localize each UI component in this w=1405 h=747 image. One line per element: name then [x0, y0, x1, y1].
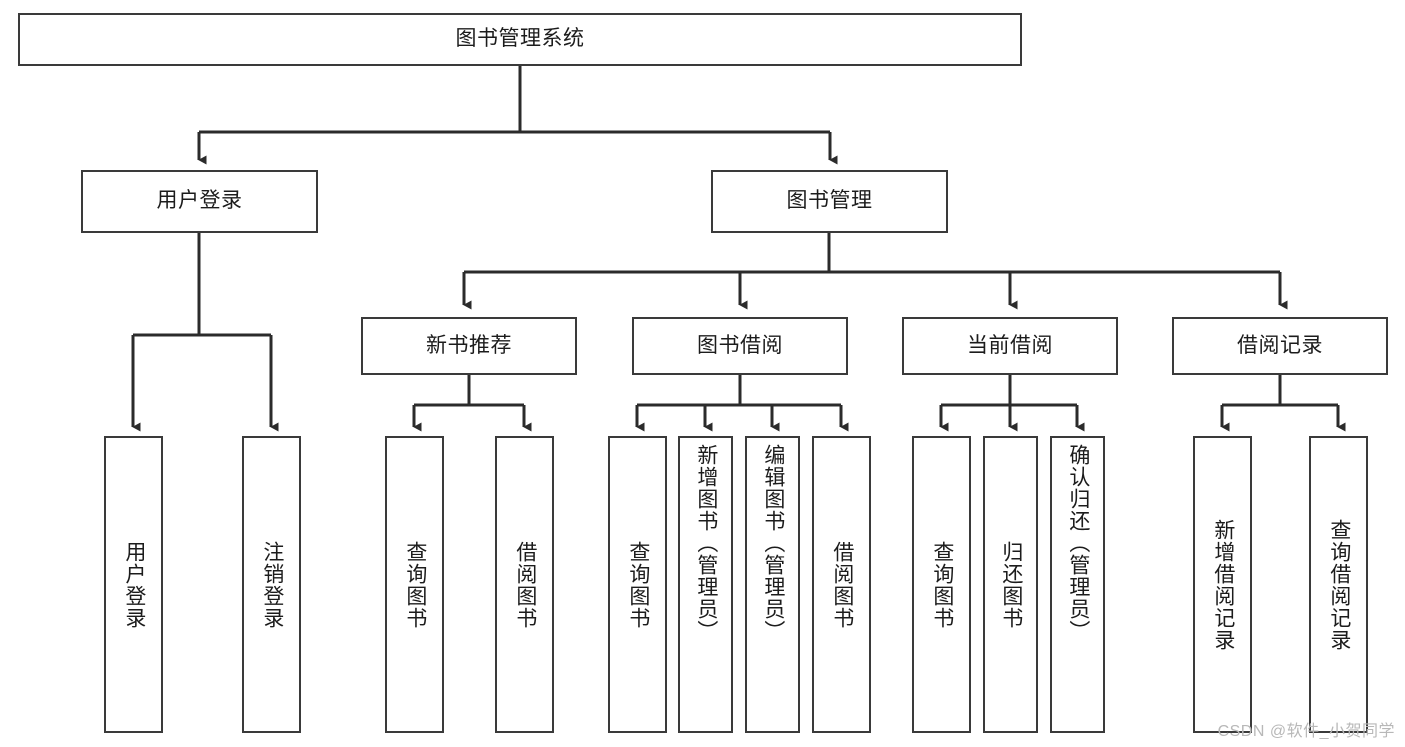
leaf-new-book-borrow-book[interactable]: 借阅图书 [495, 436, 554, 733]
leaf-book-borrow-borrow-book[interactable]: 借阅图书 [812, 436, 871, 733]
leaf-book-borrow-edit-book-admin[interactable]: 编辑图书（管理员） [745, 436, 800, 733]
node-label: 新增图书（管理员） [694, 444, 718, 642]
node-label: 借阅图书 [513, 540, 537, 629]
node-new-book-recommend[interactable]: 新书推荐 [361, 317, 577, 375]
node-label: 归还图书 [999, 540, 1023, 629]
node-current-borrow[interactable]: 当前借阅 [902, 317, 1118, 375]
node-label: 新书推荐 [426, 333, 512, 357]
leaf-borrow-record-add-record[interactable]: 新增借阅记录 [1193, 436, 1252, 733]
node-label: 借阅记录 [1237, 333, 1323, 357]
leaf-book-borrow-query-book[interactable]: 查询图书 [608, 436, 667, 733]
leaf-current-borrow-confirm-return-admin[interactable]: 确认归还（管理员） [1050, 436, 1105, 733]
node-label: 编辑图书（管理员） [761, 444, 785, 642]
node-label: 借阅图书 [830, 540, 854, 629]
node-label: 图书管理 [786, 189, 873, 213]
node-label: 查询图书 [930, 540, 954, 629]
leaf-user-login-login[interactable]: 用户登录 [104, 436, 163, 733]
node-label: 用户登录 [156, 189, 243, 213]
node-label: 查询图书 [403, 540, 427, 629]
leaf-borrow-record-query-record[interactable]: 查询借阅记录 [1309, 436, 1368, 733]
node-user-login[interactable]: 用户登录 [81, 170, 318, 233]
node-label: 用户登录 [122, 540, 146, 629]
node-label: 查询图书 [626, 540, 650, 629]
leaf-new-book-query-book[interactable]: 查询图书 [385, 436, 444, 733]
node-label: 确认归还（管理员） [1066, 444, 1090, 642]
node-label: 查询借阅记录 [1327, 518, 1351, 651]
leaf-book-borrow-add-book-admin[interactable]: 新增图书（管理员） [678, 436, 733, 733]
leaf-user-login-logout[interactable]: 注销登录 [242, 436, 301, 733]
watermark-text: CSDN @软件_小贺同学 [1217, 723, 1395, 740]
node-borrow-record[interactable]: 借阅记录 [1172, 317, 1388, 375]
node-label: 当前借阅 [967, 333, 1053, 357]
node-label: 新增借阅记录 [1211, 518, 1235, 651]
leaf-current-borrow-return-book[interactable]: 归还图书 [983, 436, 1038, 733]
node-book-management[interactable]: 图书管理 [711, 170, 948, 233]
leaf-current-borrow-query-book[interactable]: 查询图书 [912, 436, 971, 733]
node-label: 图书借阅 [697, 333, 783, 357]
node-label: 注销登录 [260, 540, 284, 629]
node-label: 图书管理系统 [455, 27, 585, 51]
node-book-management-system[interactable]: 图书管理系统 [18, 13, 1022, 66]
node-book-borrow[interactable]: 图书借阅 [632, 317, 848, 375]
